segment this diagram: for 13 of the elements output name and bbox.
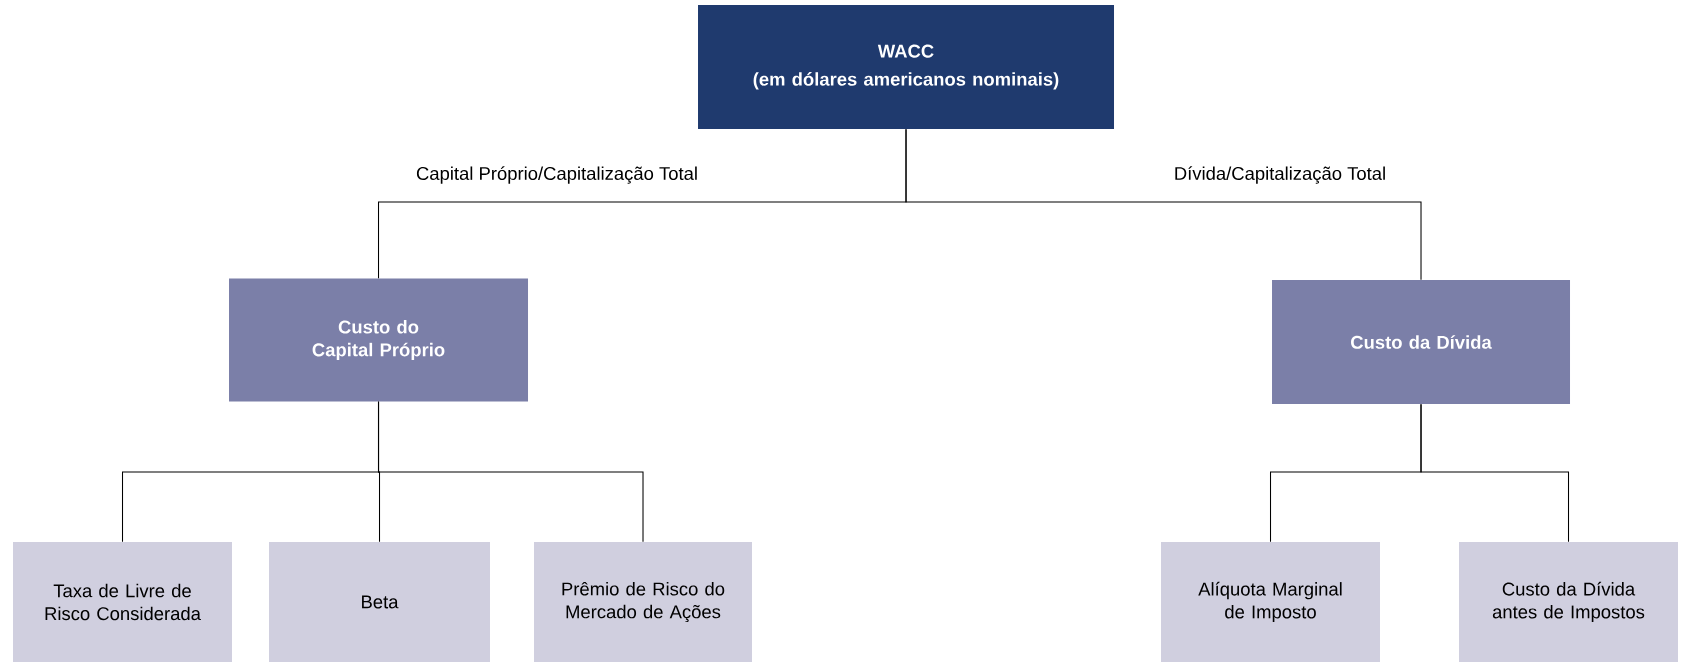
category-box: Custo do Capital Próprio [229,278,528,402]
factor-box: Prêmio de Risco do Mercado de Ações [534,542,752,662]
factor-box: Beta [269,542,490,662]
category-box: Custo da Dívida [1272,280,1570,404]
connector-line [378,401,644,543]
factor-box: Taxa de Livre de Risco Considerada [13,542,232,662]
root-box: WACC (em dólares americanos nominais) [698,5,1114,129]
edge-label: Dívida/Capitalização Total [1172,164,1388,186]
factor-box: Alíquota Marginal de Imposto [1161,542,1380,662]
connector-line [1420,403,1570,543]
factor-box: Custo da Dívida antes de Impostos [1459,542,1678,662]
connector-line [905,128,1422,281]
edge-label: Capital Próprio/Capitalização Total [414,164,700,186]
